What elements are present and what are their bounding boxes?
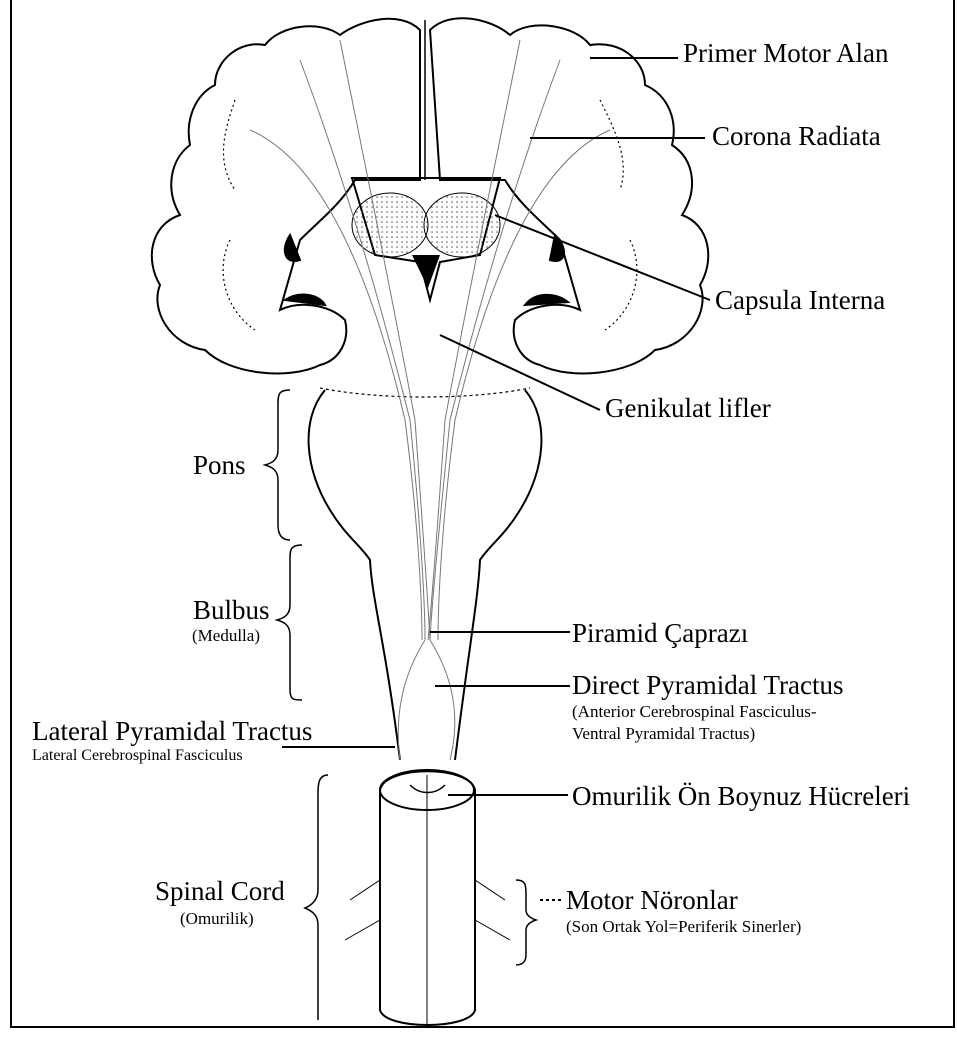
label-pons: Pons xyxy=(193,452,246,479)
brainstem xyxy=(309,388,542,760)
label-omurilik: (Omurilik) xyxy=(180,910,254,927)
label-direct-subtitle-2: Ventral Pyramidal Tractus) xyxy=(572,725,755,742)
motor-neurons-brace xyxy=(516,880,536,965)
label-direct-pyramidal-tractus: Direct Pyramidal Tractus xyxy=(572,672,843,699)
label-motor-subtitle: (Son Ortak Yol=Periferik Sinerler) xyxy=(566,918,801,935)
pons-brace xyxy=(265,390,290,540)
label-primer-motor-alan: Primer Motor Alan xyxy=(683,40,888,67)
label-omurilik-on-boynuz: Omurilik Ön Boynuz Hücreleri xyxy=(572,783,910,810)
label-lateral-subtitle: Lateral Cerebrospinal Fasciculus xyxy=(32,748,243,764)
label-capsula-interna: Capsula Interna xyxy=(715,287,885,314)
label-direct-subtitle-1: (Anterior Cerebrospinal Fasciculus- xyxy=(572,703,817,720)
spinal-cord xyxy=(345,770,510,1025)
label-piramid-caprazi: Piramid Çaprazı xyxy=(572,620,748,647)
corticospinal-fibers xyxy=(250,40,610,760)
brain-cerebrum xyxy=(152,18,708,373)
label-bulbus: Bulbus xyxy=(193,597,270,624)
label-spinal-cord: Spinal Cord xyxy=(155,878,285,905)
leader-lines xyxy=(282,58,710,900)
label-lateral-pyramidal-tractus: Lateral Pyramidal Tractus xyxy=(32,718,312,745)
label-medulla: (Medulla) xyxy=(192,627,260,644)
label-genikulat-lifler: Genikulat lifler xyxy=(605,395,771,422)
label-corona-radiata: Corona Radiata xyxy=(712,123,881,150)
bulbus-brace xyxy=(277,545,302,700)
spinal-cord-brace xyxy=(305,775,328,1020)
label-motor-noronlar: Motor Nöronlar xyxy=(566,887,738,914)
